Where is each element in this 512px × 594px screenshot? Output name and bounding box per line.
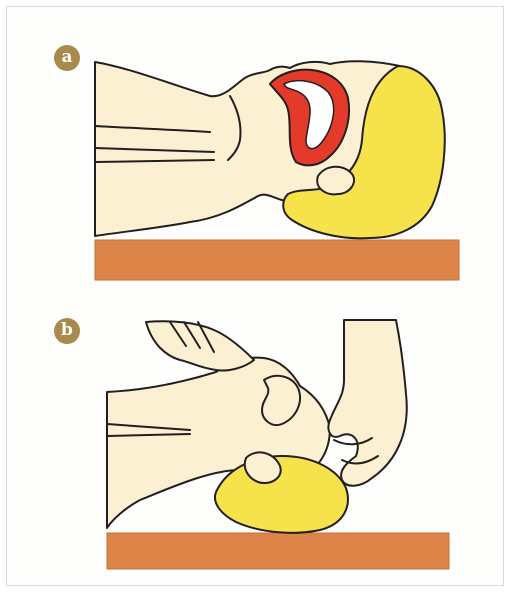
- panel-a-ear: [317, 167, 354, 195]
- panel-b-surface: [107, 533, 449, 569]
- panel-b-upper-hand: [146, 321, 254, 370]
- panel-b-illustration: [107, 320, 449, 569]
- panel-a-illustration: [95, 61, 459, 280]
- panel-a-surface: [95, 240, 459, 280]
